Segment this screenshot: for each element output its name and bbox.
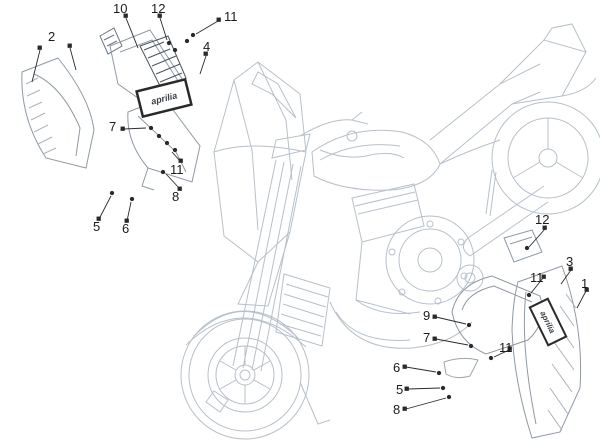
aprilia-decal-right: aprilia xyxy=(528,297,568,347)
aprilia-decal-left: aprilia xyxy=(135,77,193,119)
motorcycle-sketch xyxy=(180,23,600,440)
right-fairing-panels xyxy=(443,229,582,439)
callout-leaders xyxy=(31,13,589,411)
